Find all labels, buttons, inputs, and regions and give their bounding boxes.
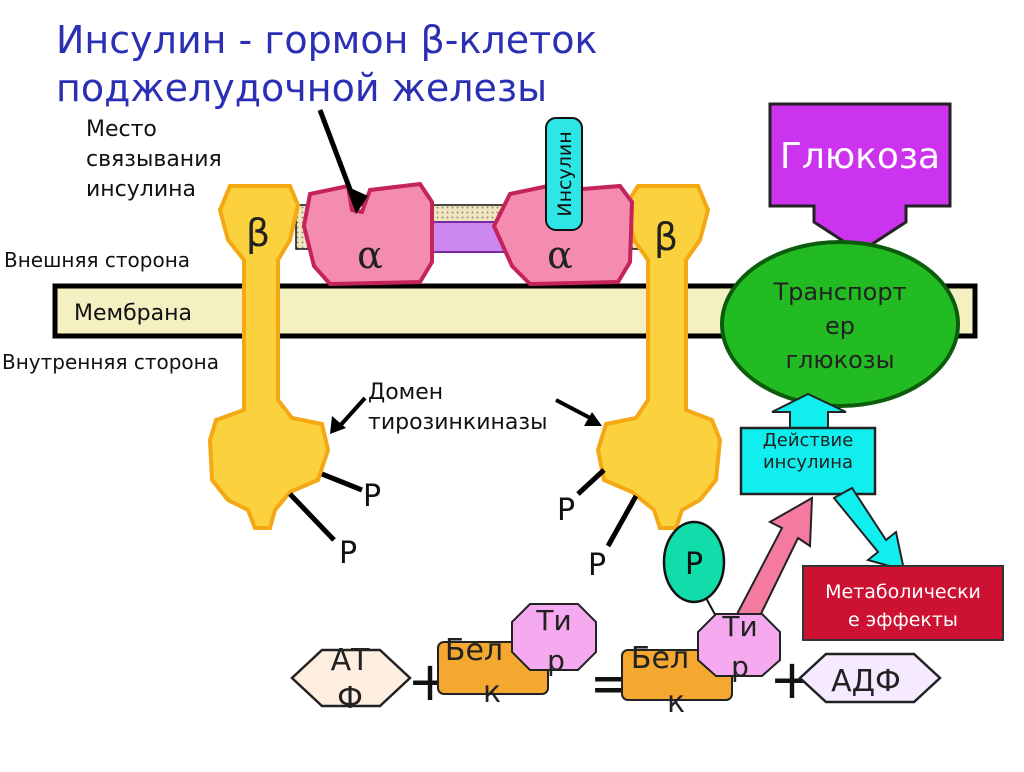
adp-hexagon xyxy=(798,652,942,704)
transporter-label-1: Транспорт xyxy=(772,278,906,306)
beta-label-right: β xyxy=(654,215,678,259)
inner-side-label: Внутренняя сторона xyxy=(2,350,219,374)
phosphate-label: P xyxy=(588,548,606,583)
metabolic-label-1: Метаболически xyxy=(825,581,981,603)
membrane-label: Мембрана xyxy=(74,301,192,326)
pink-signal-arrow xyxy=(734,496,814,626)
adp-label: АДФ xyxy=(831,664,901,699)
domain-arrow-left xyxy=(336,396,367,430)
binding-site-label-2: связывания xyxy=(86,147,222,172)
metabolic-arrow xyxy=(832,486,906,572)
title-line-2: поджелудочной железы xyxy=(56,66,548,110)
beta-label-left: β xyxy=(246,211,270,255)
protein-label-1: Бел xyxy=(445,633,503,668)
phospho-bond xyxy=(605,494,639,548)
phosphate-label: P xyxy=(339,536,357,571)
phospho-bond xyxy=(321,471,363,493)
outer-side-label: Внешняя сторона xyxy=(4,248,190,272)
glucose-transporter xyxy=(720,240,960,408)
alpha-subunit-left xyxy=(301,181,434,287)
tyr-octagon xyxy=(511,603,597,671)
binding-site-label-3: инсулина xyxy=(86,177,196,202)
insulin-molecule xyxy=(545,117,583,231)
title-line-1: Инсулин - гормон β-клеток xyxy=(56,18,598,62)
alpha-label-left: α xyxy=(357,233,383,277)
metabolic-effects-box xyxy=(802,565,1004,641)
phosphate-bubble-label: P xyxy=(685,547,703,582)
tyr-label-2: р xyxy=(547,644,565,677)
insulin-action-label-1: Действие xyxy=(763,430,854,451)
phosphate-label: P xyxy=(363,479,381,514)
transporter-label-2: ер xyxy=(825,312,855,340)
alpha-label-right: α xyxy=(547,233,573,277)
binding-site-arrowhead xyxy=(346,186,368,214)
transporter-label-3: глюкозы xyxy=(785,346,894,374)
atp-label-1: АТ xyxy=(331,643,371,678)
tyr-label-1: Ти xyxy=(535,604,571,637)
atp-label-2: Ф xyxy=(337,681,363,716)
beta-subunit-right xyxy=(595,184,723,530)
binding-site-label-1: Место xyxy=(86,117,157,142)
protein-label-2: к xyxy=(483,675,501,710)
glucose-label: Глюкоза xyxy=(780,136,940,177)
insulin-molecule-label: Инсулин xyxy=(554,131,576,216)
atp-hexagon xyxy=(290,648,412,708)
page-title: Инсулин - гормон β-клеток поджелудочной … xyxy=(56,16,696,112)
tyr-octagon xyxy=(697,613,781,677)
protein-label-2: к xyxy=(667,685,685,720)
binding-site-arrow xyxy=(317,109,357,201)
metabolic-label-2: е эффекты xyxy=(848,609,958,631)
domain-arrowhead-right xyxy=(584,412,602,426)
domain-label-2: тирозинкиназы xyxy=(368,410,547,435)
phosphate-label: P xyxy=(557,493,575,528)
domain-arrow-right xyxy=(555,398,595,422)
insulin-action-box xyxy=(739,426,877,496)
phospho-bond xyxy=(288,492,336,542)
phosphate-bubble xyxy=(662,520,726,604)
glucose-arrow-box xyxy=(768,102,952,254)
tyr-label-1: Ти xyxy=(721,610,757,643)
phospho-bond xyxy=(576,468,606,496)
insulin-action-label-2: инсулина xyxy=(763,452,853,473)
beta-subunit-left xyxy=(207,184,331,530)
tyr-label-2: р xyxy=(731,650,749,683)
protein-label-1: Бел xyxy=(631,641,689,676)
domain-label-1: Домен xyxy=(368,380,443,405)
domain-arrowhead-left xyxy=(330,416,346,434)
